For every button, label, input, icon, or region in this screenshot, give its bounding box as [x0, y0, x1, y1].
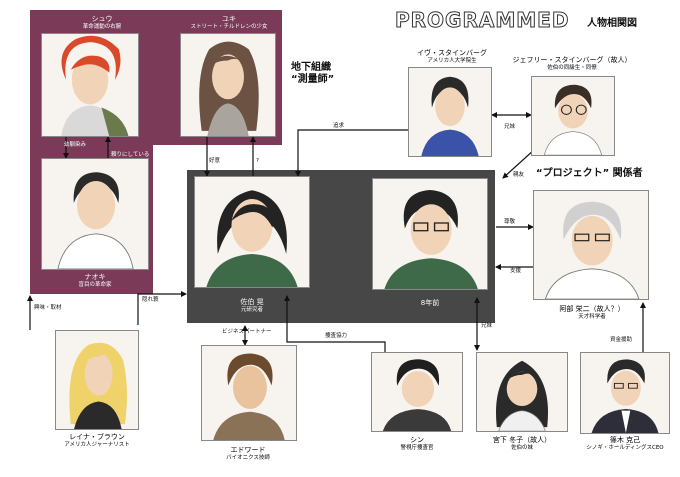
- abe-name: 阿部 栄二（故人？）: [559, 305, 625, 313]
- rel-kakurega: 隠れ蓑: [142, 297, 159, 303]
- fuyuko-name: 宮下 冬子（故人）: [492, 436, 552, 444]
- shinoki-role: シノギ・ホールディングスCEO: [586, 445, 664, 451]
- fuyuko-role: 佐伯の妹: [510, 445, 533, 451]
- chart-subtitle: 人物相関図: [587, 18, 637, 29]
- shu-name: シュウ: [91, 15, 113, 23]
- shin-name: シン: [410, 436, 424, 444]
- yuki-role: ストリート・チルドレンの少女: [190, 24, 268, 30]
- line-shin-saeki: [284, 295, 386, 352]
- rel-osananajimi: 幼馴染み: [64, 142, 87, 148]
- rel-kyoudai2: 兄妹: [481, 323, 493, 329]
- rel-koui: 好意: [209, 158, 221, 164]
- line-reina-saeki: [137, 291, 187, 325]
- rel-kyoudai: 兄妹: [504, 124, 516, 130]
- reina-role: アメリカ人ジャーナリスト: [64, 442, 130, 448]
- jeffrey-name: ジェフリー・スタインバーグ（故人）: [512, 56, 632, 64]
- yuki-name: ユキ: [222, 15, 236, 23]
- rel-sousa: 捜査協力: [325, 333, 348, 339]
- fuyuko-portrait[interactable]: [476, 352, 568, 432]
- past-name: 8年前: [420, 299, 440, 307]
- shinoki-name: 篠木 克己: [609, 436, 641, 444]
- shu-portrait[interactable]: [41, 33, 139, 137]
- saeki-portrait[interactable]: [194, 176, 310, 288]
- rel-kyoumi: 興味・取材: [34, 305, 62, 311]
- jeffrey-portrait[interactable]: [531, 76, 615, 156]
- abe-portrait[interactable]: [533, 190, 649, 300]
- shin-portrait[interactable]: [371, 352, 463, 432]
- reina-name: レイナ・ブラウン: [69, 433, 125, 441]
- edward-role: バイオニクス技師: [226, 455, 270, 461]
- line-eve-saeki: [295, 129, 408, 177]
- past-portrait[interactable]: [372, 178, 488, 290]
- eve-portrait[interactable]: [408, 67, 492, 157]
- programmed-logo: PROGRAMMED: [394, 8, 570, 33]
- shin-role: 警視庁捜査官: [400, 445, 434, 451]
- edward-name: エドワード: [230, 446, 266, 454]
- edward-portrait[interactable]: [201, 345, 297, 441]
- rel-tayori: 頼りにしている: [111, 152, 150, 158]
- rel-shikin: 資金援助: [610, 337, 633, 343]
- rel-shinyuu: 親友: [513, 172, 525, 178]
- reina-portrait[interactable]: [55, 330, 139, 430]
- underground-label-line2: “測量師”: [291, 74, 335, 85]
- jeffrey-role: 佐伯の同級生・同僚: [547, 65, 597, 71]
- saeki-role: 元研究者: [240, 307, 263, 313]
- rel-sonkei: 尊敬: [504, 219, 516, 225]
- rel-business: ビジネスパートナー: [222, 329, 272, 335]
- project-label: “プロジェクト” 関係者: [536, 168, 643, 179]
- rel-tsuiseki: 追求: [333, 123, 345, 129]
- shinoki-portrait[interactable]: [580, 352, 670, 434]
- rel-shien: 支援: [510, 268, 522, 274]
- eve-role: アメリカ人大学院生: [427, 58, 477, 64]
- rel-question: ?: [256, 158, 259, 164]
- underground-label-line1: 地下組織: [291, 62, 331, 73]
- underground-label: 地下組織 “測量師”: [291, 62, 334, 86]
- naoki-portrait[interactable]: [41, 158, 149, 270]
- saeki-name: 佐伯 晃: [240, 298, 264, 306]
- eve-name: イヴ・スタインバーグ: [417, 49, 487, 57]
- naoki-name: ナオキ: [84, 273, 106, 281]
- shu-role: 革命運動の右腕: [82, 24, 122, 30]
- abe-role: 天才科学者: [578, 314, 606, 320]
- naoki-role: 盲目の革命家: [78, 282, 112, 288]
- yuki-portrait[interactable]: [180, 33, 276, 137]
